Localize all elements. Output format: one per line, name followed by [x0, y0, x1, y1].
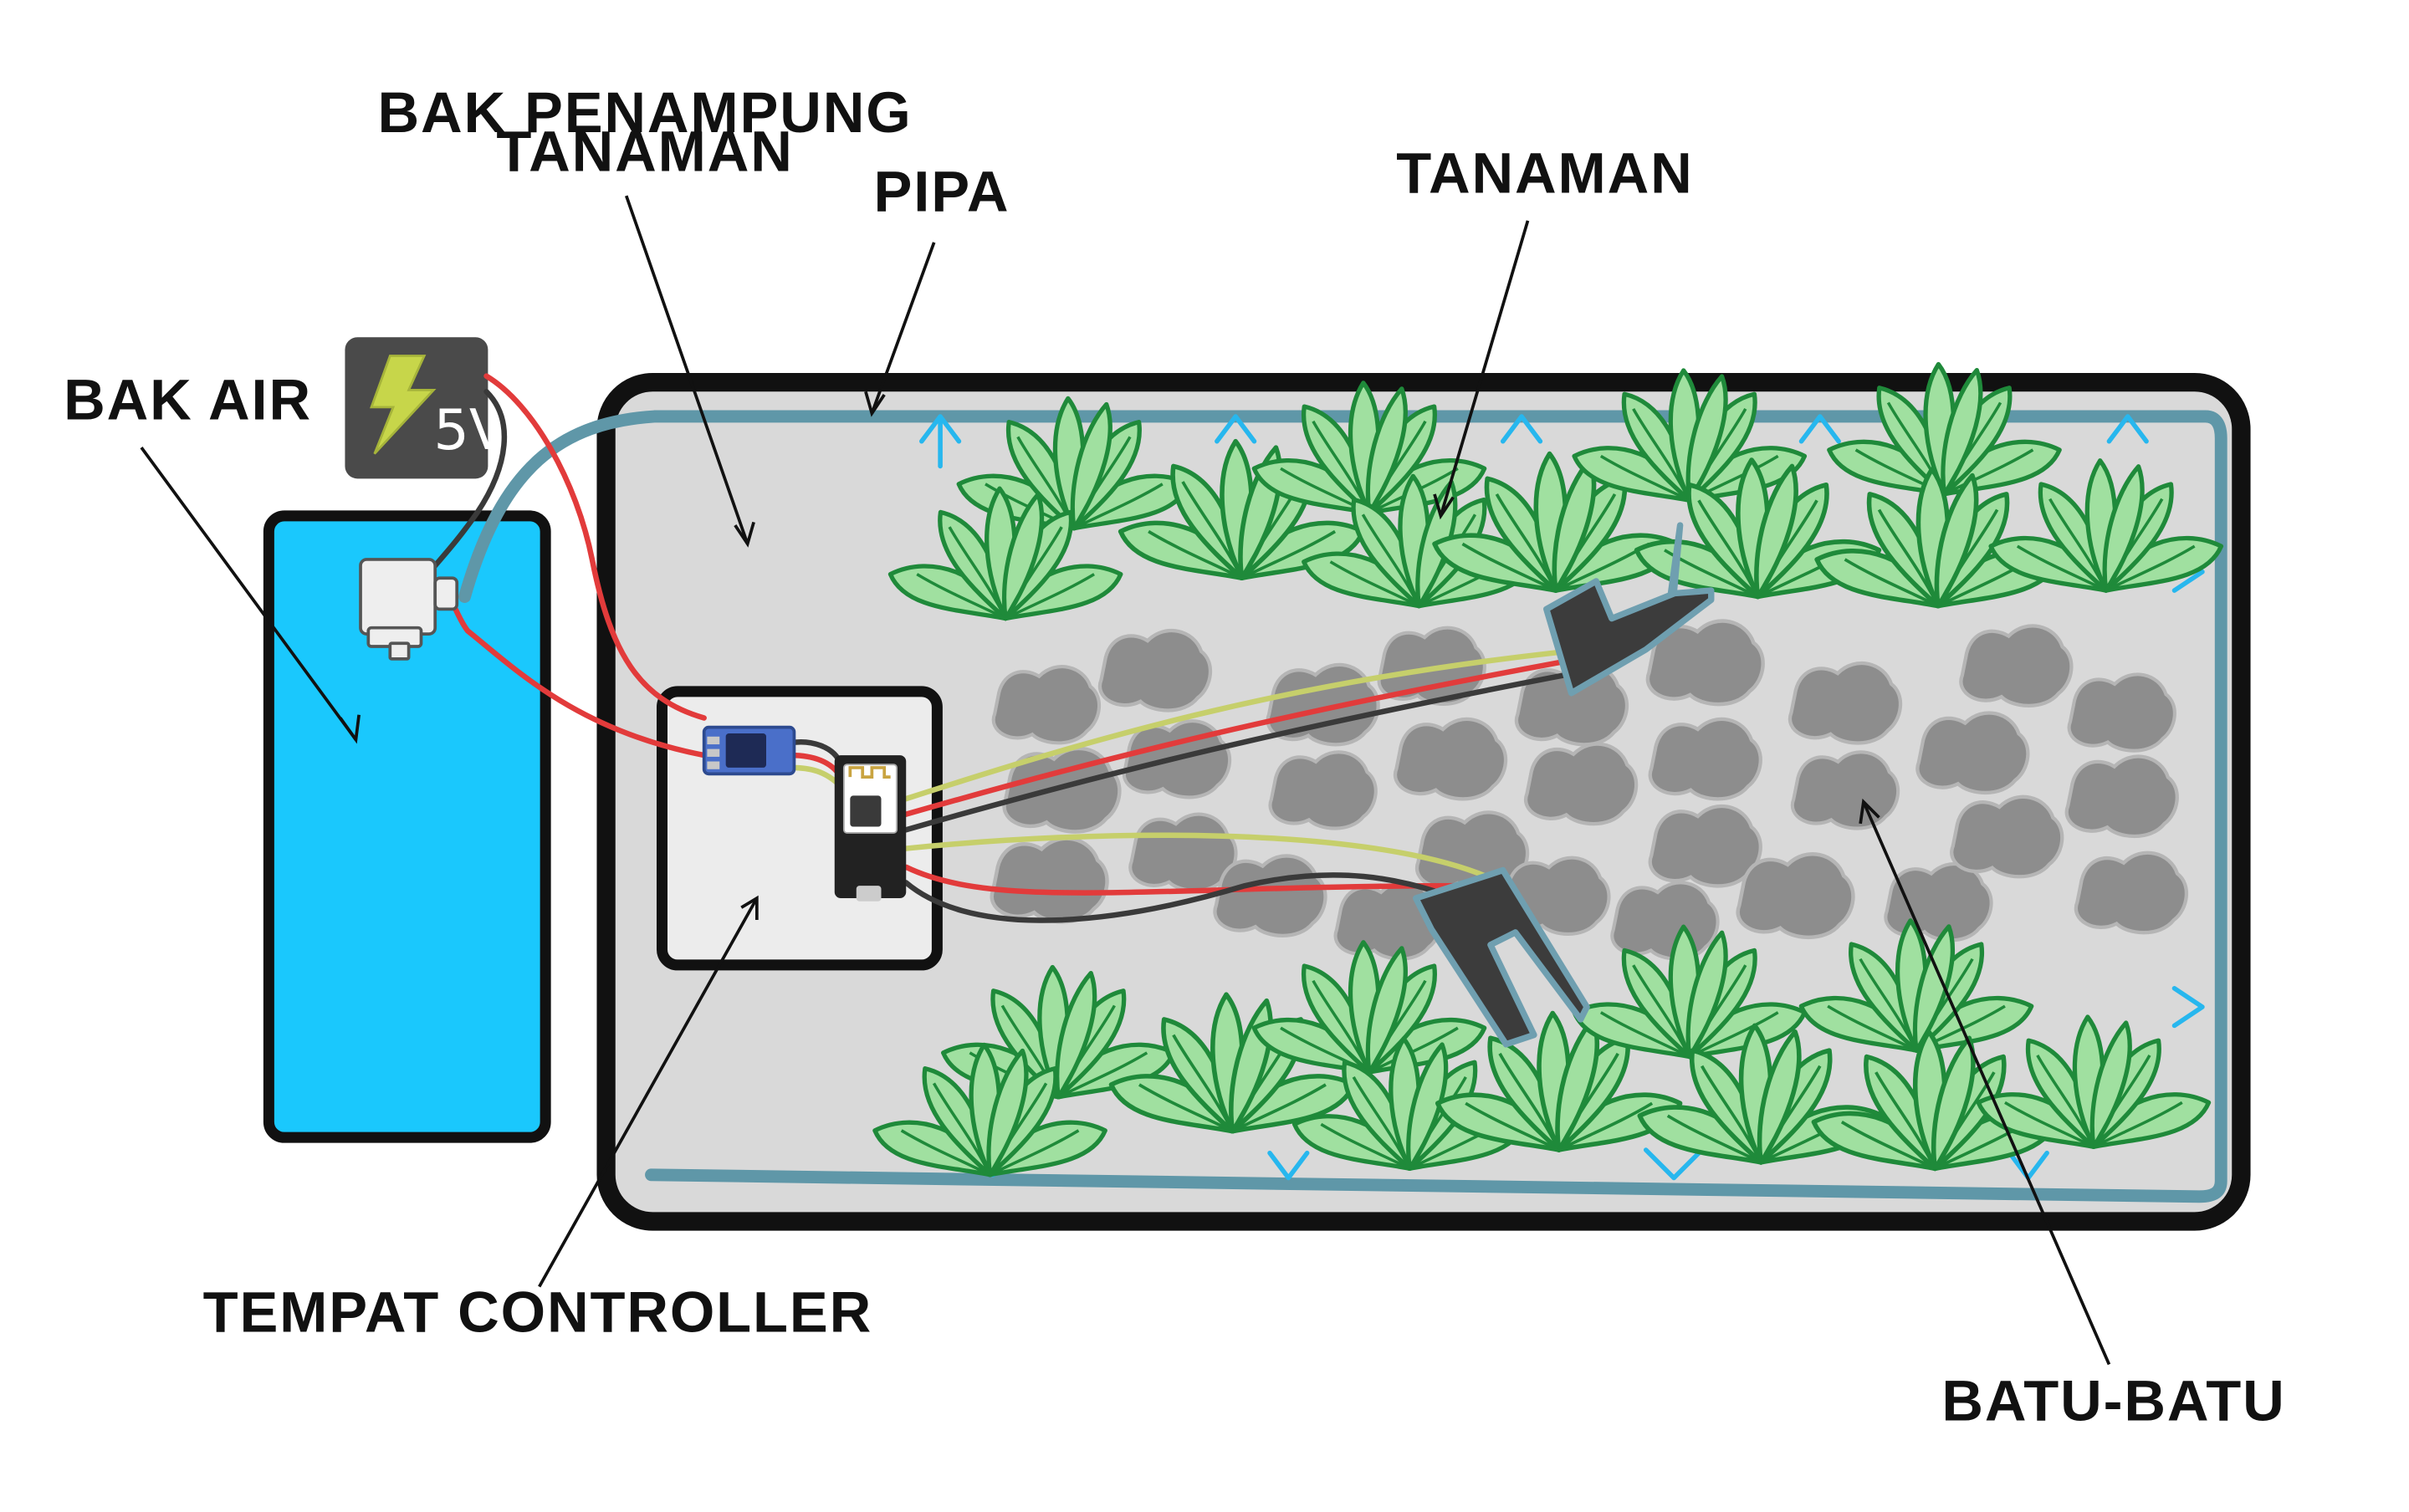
microcontroller-board: [835, 755, 906, 902]
label-bak-penampung-line2: TANAMAN: [496, 119, 793, 183]
label-tempat-controller: TEMPAT CONTROLLER: [203, 1280, 873, 1344]
label-bak-air: BAK AIR: [64, 368, 312, 432]
relay-module: [704, 728, 795, 774]
power-supply-5v: 5V: [345, 337, 507, 478]
label-pipa: PIPA: [874, 160, 1010, 224]
label-tanaman: TANAMAN: [1396, 140, 1693, 205]
label-batu-batu: BATU-BATU: [1941, 1368, 2285, 1433]
